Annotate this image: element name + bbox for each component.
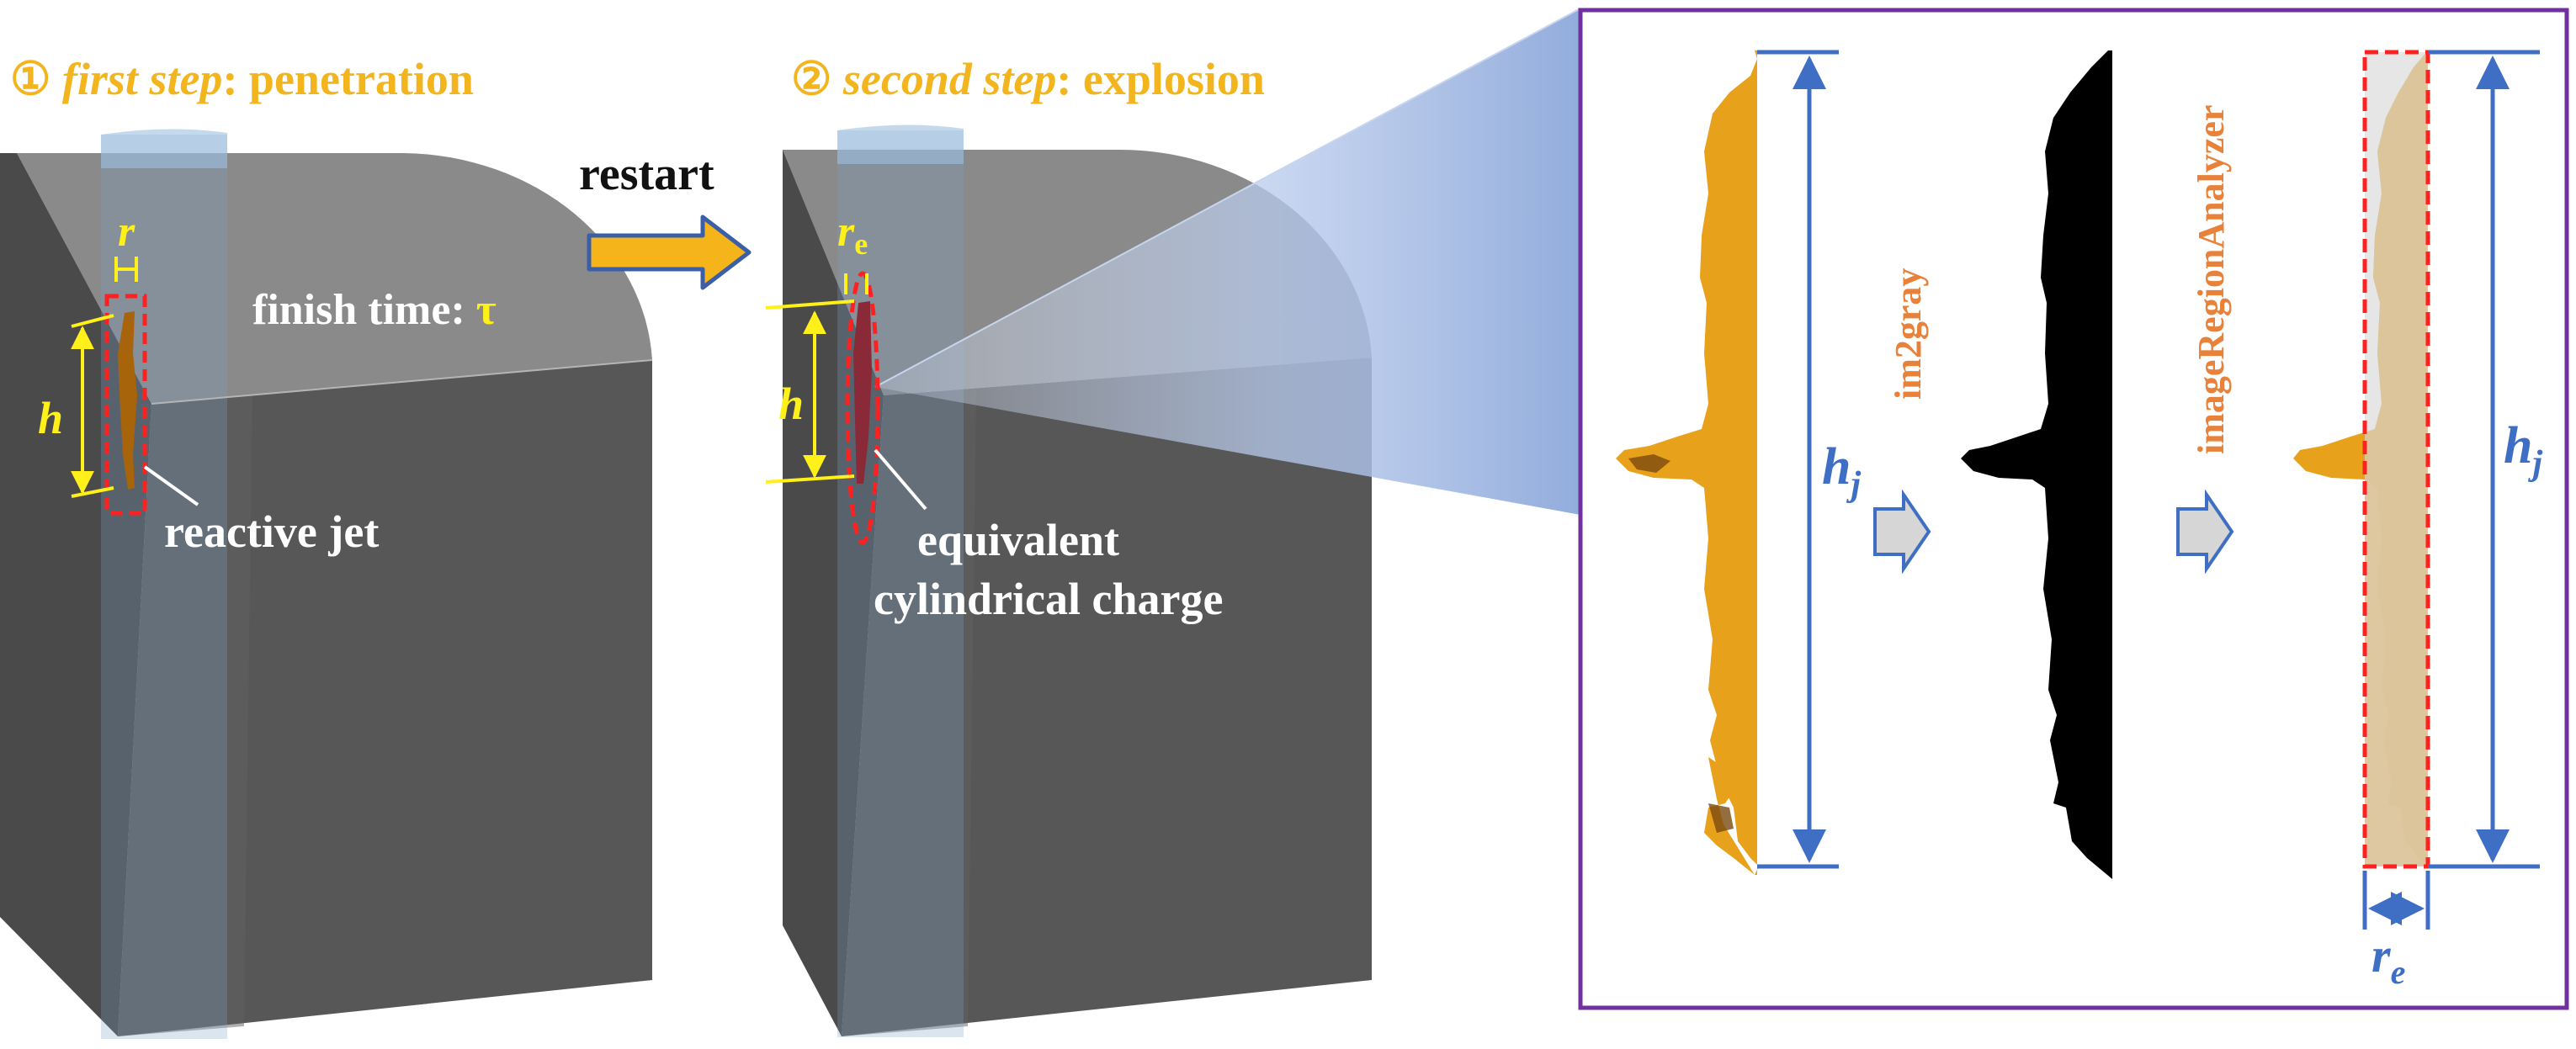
jet-tip-shadow-bottom xyxy=(1708,803,1734,833)
image-processing-panel: hj im2gray imageRegionAnalyzer hj re xyxy=(1578,8,2569,1010)
magnification-beam xyxy=(875,8,1580,515)
block2-charge xyxy=(845,271,927,545)
block2-axis-column xyxy=(837,130,964,1037)
result-red-box xyxy=(2362,50,2430,869)
jet-silhouette-black xyxy=(1961,50,2112,879)
block2-red-ellipse xyxy=(845,271,880,545)
block2-front-lightband xyxy=(842,389,976,1036)
charge-label-line2: cylindrical charge xyxy=(874,574,1223,624)
h-label-step2: h xyxy=(778,379,804,429)
step1-italic: first step xyxy=(62,54,223,104)
block1-axis-column xyxy=(101,135,227,1039)
im2gray-label: im2gray xyxy=(1888,268,1929,400)
target-block-step2 xyxy=(783,125,1372,1037)
block1-jet-pointer xyxy=(143,465,199,506)
target-block-step1 xyxy=(0,129,653,1039)
step1-circle: ① xyxy=(10,54,50,104)
step1-rest: : penetration xyxy=(222,54,473,104)
h-label-step1: h xyxy=(38,393,63,443)
block1-red-box xyxy=(104,294,147,516)
process-arrow-1 xyxy=(1873,489,1931,575)
tau-symbol: τ xyxy=(476,286,497,334)
block1-top-face xyxy=(17,153,652,404)
step2-title: ② second step: explosion xyxy=(791,54,1265,104)
cylinder-overlap-tint xyxy=(2365,50,2428,866)
block2-axis-cap xyxy=(837,125,964,164)
restart-arrow xyxy=(587,215,752,290)
reactive-jet-label: reactive jet xyxy=(164,506,379,557)
step1-title: ① first step: penetration xyxy=(10,54,474,104)
charge-label-line1: equivalent xyxy=(917,515,1119,565)
beam-edge-upper xyxy=(874,8,1581,388)
step2-italic: second step xyxy=(842,54,1056,104)
jet-tip-shadow-top xyxy=(1628,454,1670,473)
block1-front-face xyxy=(118,360,652,1036)
block2-charge-fill xyxy=(853,301,872,484)
h-dimension-marker-step2 xyxy=(765,299,855,484)
finish-time-label: finish time: τ xyxy=(252,286,497,334)
hj-label-left: hj xyxy=(1822,438,1861,504)
h-dimension-marker-step1 xyxy=(71,314,114,498)
block1-left-face xyxy=(0,153,151,1036)
image-region-analyzer-label: imageRegionAnalyzer xyxy=(2191,105,2232,454)
re-label-step2: re xyxy=(837,208,868,261)
block1-axis-cap xyxy=(101,129,227,168)
block1-front-lightband xyxy=(118,395,252,1036)
process-arrow-2 xyxy=(2176,489,2234,575)
jet-silhouette-orange xyxy=(1616,50,1759,875)
hj-label-right: hj xyxy=(2504,417,2542,483)
step2-rest: : explosion xyxy=(1056,54,1265,104)
restart-label: restart xyxy=(579,148,714,200)
re-dimension-marker-step2 xyxy=(844,273,868,294)
block2-charge-pointer xyxy=(874,448,927,511)
r-label: r xyxy=(118,208,135,256)
r-dimension-marker xyxy=(114,257,138,282)
block1-jet xyxy=(118,311,137,490)
step2-circle: ② xyxy=(791,54,831,104)
block1-top-edge xyxy=(151,359,653,405)
re-label-panel: re xyxy=(2372,928,2405,991)
